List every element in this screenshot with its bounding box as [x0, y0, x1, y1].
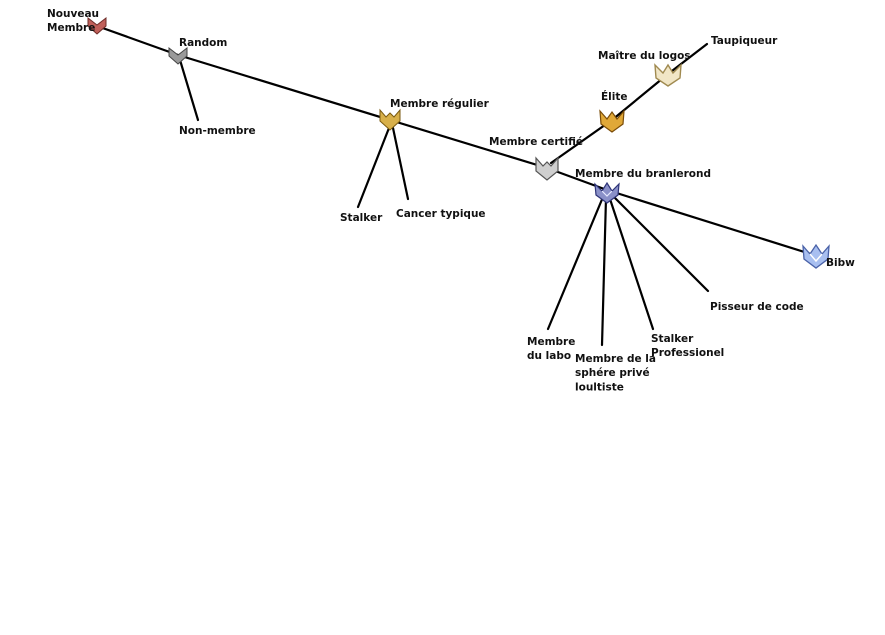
- silver-rank-icon: [168, 47, 188, 65]
- label-line: Membre certifié: [489, 136, 583, 148]
- edge-elite-maitre: [610, 72, 670, 122]
- label-line: Stalker: [651, 333, 694, 345]
- edge-random-regulier: [176, 53, 392, 122]
- label-line: Membre: [47, 22, 95, 34]
- label-membre-regulier: Membre régulier: [390, 98, 490, 110]
- label-line: Membre régulier: [390, 98, 490, 110]
- edge-regulier-cancer: [391, 126, 410, 201]
- label-bibw: Bibw: [826, 257, 855, 269]
- label-taupiqueur: Taupiqueur: [711, 35, 778, 47]
- edges: [95, 24, 816, 347]
- label-line: Membre: [527, 336, 575, 348]
- rank-icons: [87, 17, 830, 269]
- edge-maitre-taupiqueur: [666, 42, 709, 76]
- elite-rank-icon: [599, 109, 625, 133]
- diamond-rank-icon: [594, 181, 620, 204]
- label-stalker: Stalker: [340, 212, 383, 224]
- label-non-membre: Non-membre: [179, 125, 256, 137]
- label-line: Nouveau: [47, 8, 99, 20]
- label-elite: Élite: [601, 90, 628, 103]
- label-line: Pisseur de code: [710, 301, 804, 313]
- edge-certifie-elite: [549, 118, 614, 165]
- label-line: Non-membre: [179, 125, 256, 137]
- label-cancer-typique: Cancer typique: [396, 208, 486, 220]
- label-pisseur-de-code: Pisseur de code: [710, 301, 804, 313]
- edge-branlerond-labo: [546, 195, 605, 331]
- master-logos-rank-icon: [654, 63, 682, 87]
- edge-regulier-certifie: [388, 118, 549, 170]
- label-line: Cancer typique: [396, 208, 486, 220]
- label-random: Random: [179, 37, 227, 49]
- edge-regulier-stalker: [356, 126, 391, 209]
- label-line: Taupiqueur: [711, 35, 778, 47]
- label-membre-du-labo: Membre du labo: [527, 336, 575, 362]
- label-membre-certifie: Membre certifié: [489, 136, 583, 148]
- label-line: du labo: [527, 350, 571, 362]
- label-line: Membre du branlerond: [575, 168, 711, 180]
- label-line: Stalker: [340, 212, 383, 224]
- edge-branlerond-stalkerpro: [607, 194, 655, 331]
- platinum-rank-icon: [535, 156, 559, 181]
- edge-branlerond-sphere: [600, 196, 608, 347]
- edge-nouveau-random: [95, 24, 180, 57]
- edge-branlerond-bibw: [605, 188, 816, 257]
- grandmaster-rank-icon: [802, 243, 830, 269]
- label-line: Bibw: [826, 257, 855, 269]
- label-membre-sphere-privee: Membre de la sphére privé loultiste: [575, 353, 656, 393]
- label-line: Membre de la: [575, 353, 656, 365]
- label-line: Professionel: [651, 347, 724, 359]
- edge-branlerond-pisseur: [609, 192, 710, 293]
- edge-random-nonmembre: [178, 58, 200, 122]
- label-membre-du-branlerond: Membre du branlerond: [575, 168, 711, 180]
- label-maitre-du-logos: Maître du logos: [598, 50, 691, 62]
- label-line: loultiste: [575, 381, 624, 393]
- label-line: sphére privé: [575, 367, 650, 379]
- label-line: Random: [179, 37, 227, 49]
- label-line: Élite: [601, 90, 628, 103]
- gold-rank-icon: [379, 108, 401, 131]
- label-line: Maître du logos: [598, 50, 691, 62]
